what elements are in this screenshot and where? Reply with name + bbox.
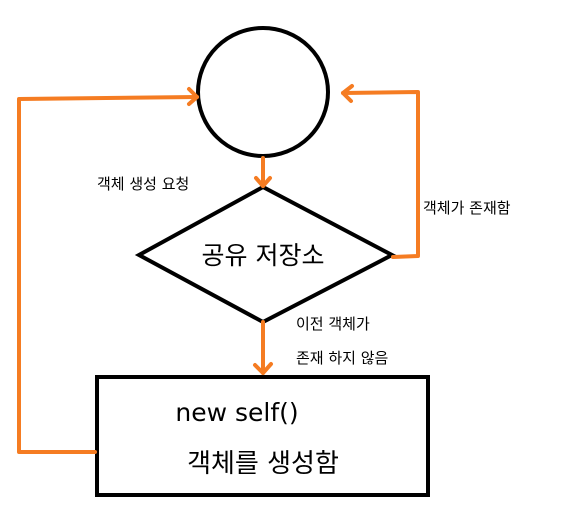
- arrow-request-head: [254, 176, 272, 188]
- arrow-exists-head: [341, 84, 354, 103]
- exists-label: 객체가 존재함: [423, 199, 511, 217]
- arrow-loop-back-head: [187, 87, 199, 106]
- arrow-exists: [341, 90, 420, 259]
- process-label-line2: 객체를 생성함: [187, 449, 339, 479]
- decision-label: 공유 저장소: [202, 241, 325, 270]
- start-circle: [196, 26, 330, 158]
- process-box: [95, 375, 430, 497]
- arrow-loop-back: [17, 95, 199, 454]
- not-exists-label-line1: 이전 객체가: [296, 315, 370, 333]
- request-label: 객체 생성 요청: [97, 175, 189, 193]
- process-label-line1: new self(): [175, 398, 298, 427]
- not-exists-label-line2: 존재 하지 않음: [296, 349, 388, 367]
- orange-arrows: [17, 84, 420, 454]
- arrow-not-exists-head: [253, 362, 273, 375]
